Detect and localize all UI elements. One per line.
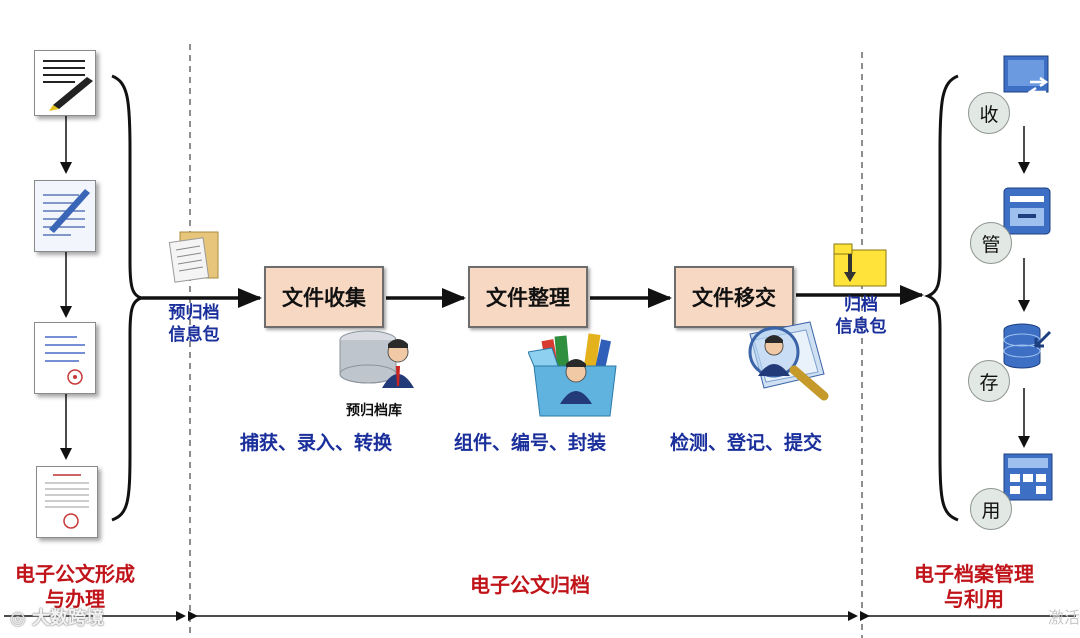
archive-package-label: 归档 (844, 295, 878, 315)
document-official-icon (36, 466, 98, 538)
step-label: 文件收集 (282, 286, 366, 310)
step-label: 文件整理 (486, 286, 570, 310)
step-file-collection: 文件收集 (264, 266, 384, 328)
left-section-title: 电子公文形成 (15, 562, 135, 586)
stage-manage: 管 (970, 222, 1012, 264)
watermark-text: 大数跨境 (31, 608, 104, 629)
database-storage-icon (1000, 318, 1056, 374)
pre-archive-package-label-2: 信息包 (168, 325, 220, 345)
right-section-title-2: 与利用 (944, 587, 1004, 611)
folder-documents-icon (162, 226, 224, 288)
step-file-transfer: 文件移交 (674, 266, 794, 328)
stage-store: 存 (968, 360, 1010, 402)
box-user-icon (528, 330, 624, 420)
step-detail: 检测、登记、提交 (669, 432, 822, 454)
archive-package-icon (830, 240, 890, 290)
document-stamped-icon (34, 322, 96, 394)
right-section-title: 电子档案管理 (914, 562, 1034, 586)
stage-label: 用 (981, 499, 1001, 522)
stage-label: 存 (979, 371, 999, 394)
stage-label: 管 (981, 233, 1001, 256)
network-use-icon (1000, 450, 1056, 506)
watermark-left: ◎ 大数跨境 (10, 604, 104, 630)
step-label: 文件移交 (692, 286, 776, 310)
step-detail: 组件、编号、封装 (453, 432, 606, 454)
stage-receive: 收 (968, 92, 1010, 134)
right-brace (923, 74, 959, 522)
document-signing-icon (34, 180, 96, 252)
left-section-title-2: 与办理 (45, 587, 105, 611)
left-brace (111, 74, 143, 522)
pre-archive-package-label: 预归档 (168, 303, 220, 323)
document-writing-icon (34, 50, 96, 116)
archive-package-label-2: 信息包 (835, 317, 887, 337)
stage-use: 用 (970, 488, 1012, 530)
watermark-right: 激活 (1048, 608, 1080, 627)
pre-archive-db-caption: 预归档库 (346, 403, 402, 419)
middle-section-title: 电子公文归档 (470, 573, 590, 597)
watermark-logo-icon: ◎ (10, 608, 32, 629)
stage-label: 收 (979, 103, 999, 126)
database-user-icon (334, 326, 420, 396)
receive-icon (1000, 52, 1056, 104)
step-detail: 捕获、录入、转换 (239, 432, 392, 454)
tray-icon (1000, 184, 1056, 240)
magnifier-user-icon (736, 318, 836, 404)
step-file-organization: 文件整理 (468, 266, 588, 328)
